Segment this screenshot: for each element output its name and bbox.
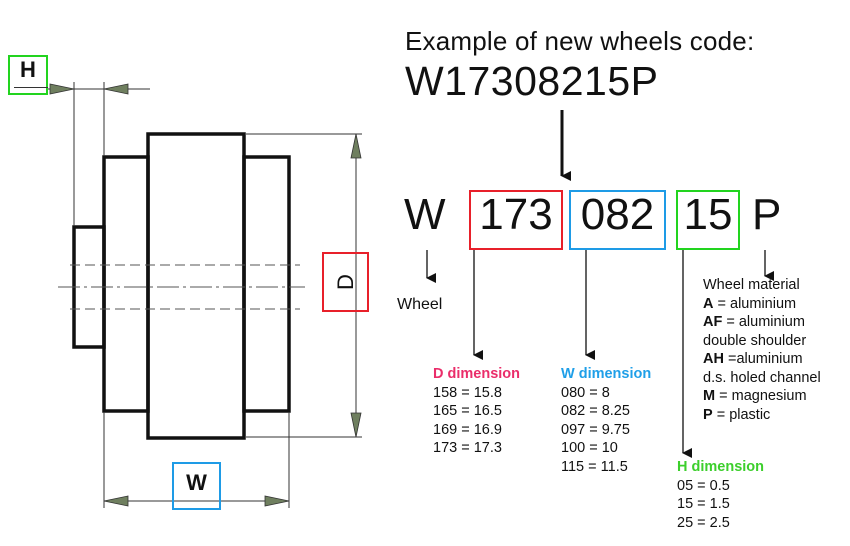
w-dimension-legend: W dimension 080 = 8 082 = 8.25 097 = 9.7…	[561, 365, 651, 476]
wheel-drawing	[72, 132, 291, 440]
wheel-left-shoulder	[102, 155, 150, 413]
h-label-text: H	[20, 57, 36, 82]
d-dimension-row: 158 = 15.8	[433, 384, 502, 401]
h-dimension-legend: H dimension 05 = 0.5 15 = 1.5 25 = 2.5	[677, 458, 764, 532]
w-dimension-row: 115 = 11.5	[561, 458, 628, 475]
code-arrows	[426, 110, 774, 458]
center-lines	[58, 264, 305, 310]
material-key: M	[703, 388, 716, 404]
h-dimension-heading: H dimension	[677, 459, 765, 475]
segment-wd: 082	[580, 190, 655, 239]
h-label-underline	[14, 87, 48, 88]
d-dimension-heading: D dimension	[433, 366, 521, 382]
material-item: double shoulder	[703, 332, 821, 351]
wheel-material-legend: Wheel material A = aluminium AF = alumin…	[703, 276, 821, 424]
material-key: AF	[703, 314, 723, 330]
d-dimension-row: 169 = 16.9	[433, 421, 502, 438]
h-label-box	[8, 55, 48, 95]
segment-w: W	[404, 190, 446, 239]
material-text: = aluminium	[722, 314, 805, 330]
w-dimension-row: 100 = 10	[561, 440, 618, 456]
h-dimension-row: 25 = 2.5	[677, 514, 730, 531]
h-arrow-left	[49, 83, 75, 95]
material-text: = plastic	[712, 406, 771, 423]
material-text: = magnesium	[715, 388, 807, 404]
wheel-material-heading: Wheel material	[703, 277, 800, 293]
wheel-body	[146, 132, 246, 440]
d-label-box	[322, 252, 369, 312]
w-arrow-left	[103, 495, 129, 507]
w-dimension-row: 097 = 9.75	[561, 421, 630, 438]
material-item: A = aluminium	[703, 295, 821, 314]
d-arrow-top	[350, 133, 362, 159]
w-dimension-row: 080 = 8	[561, 384, 610, 401]
material-item: d.s. holed channel	[703, 369, 821, 388]
material-text: d.s. holed channel	[703, 369, 821, 386]
material-item: AH =aluminium	[703, 350, 821, 369]
material-item: P = plastic	[703, 406, 821, 425]
w-dimension-row: 082 = 8.25	[561, 403, 630, 419]
segment-p: P	[752, 190, 782, 239]
w-dimension-heading: W dimension	[561, 366, 652, 382]
dimension-arrowheads	[49, 83, 362, 507]
material-key: P	[703, 406, 713, 423]
w-label-box	[172, 462, 221, 510]
material-key: A	[703, 295, 714, 312]
material-item: AF = aluminium	[703, 313, 821, 332]
material-text: double shoulder	[703, 332, 807, 349]
material-key: AH	[703, 351, 724, 367]
h-dimension-row: 15 = 1.5	[677, 496, 730, 512]
d-dimension-row: 173 = 17.3	[433, 440, 502, 456]
d-arrow-bottom	[350, 412, 362, 438]
d-label-glyph: D	[332, 274, 358, 290]
wheel-right-shoulder	[242, 155, 291, 413]
dimension-lines	[48, 82, 362, 508]
material-text: = aluminium	[713, 295, 797, 312]
segment-h: 15	[683, 190, 733, 239]
page-title: Example of new wheels code:	[405, 26, 755, 56]
segment-h-box	[676, 190, 740, 250]
code-example: W17308215P	[405, 58, 659, 104]
d-label-text: D	[322, 252, 369, 312]
h-arrow-right	[103, 83, 129, 95]
segment-d-box	[469, 190, 563, 250]
segment-d: 173	[479, 190, 553, 239]
material-item: M = magnesium	[703, 387, 821, 406]
segment-wd-box	[569, 190, 666, 250]
h-dimension-row: 05 = 0.5	[677, 477, 730, 494]
wheel-label: Wheel	[397, 296, 443, 313]
d-dimension-legend: D dimension 158 = 15.8 165 = 16.5 169 = …	[433, 365, 520, 458]
d-dimension-row: 165 = 16.5	[433, 403, 502, 419]
w-label-text: W	[186, 470, 207, 495]
material-text: =aluminium	[723, 351, 803, 367]
w-arrow-right	[264, 495, 290, 507]
